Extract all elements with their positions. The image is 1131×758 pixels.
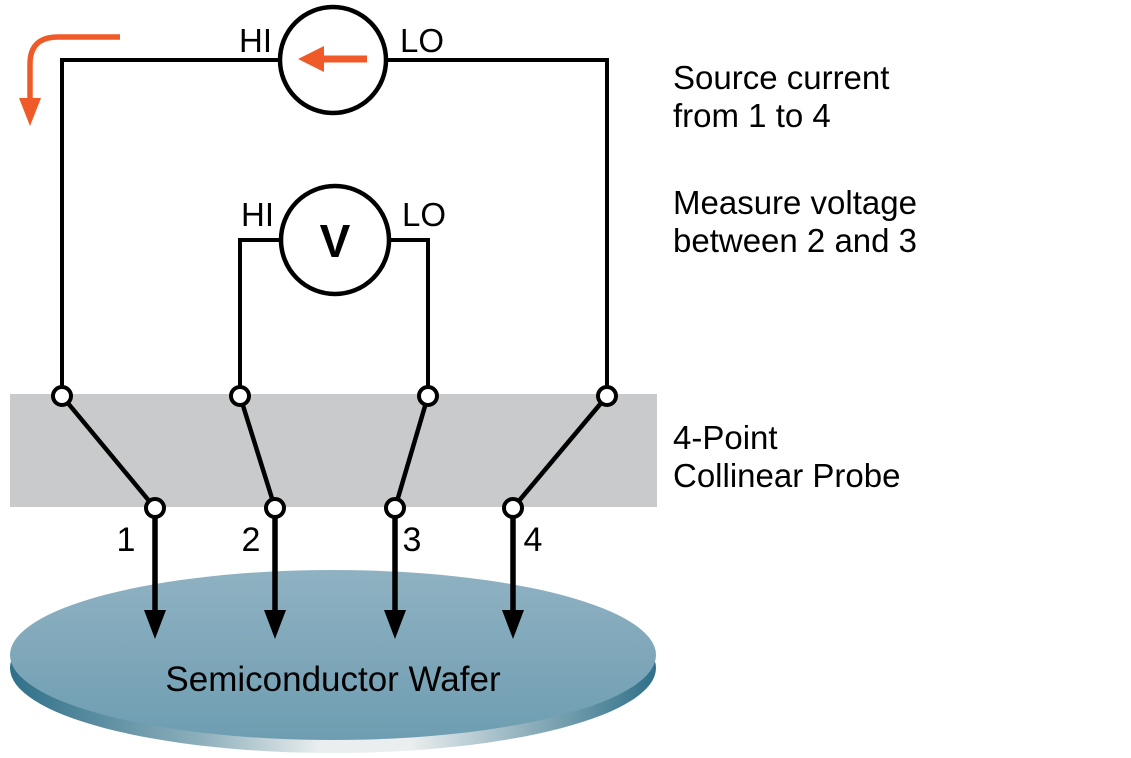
- current-source-lo-label: LO: [400, 22, 444, 59]
- annotation-measure-line2: between 2 and 3: [673, 222, 917, 259]
- annotation-source-current: Source current from 1 to 4: [673, 59, 889, 134]
- annotation-probe: 4-Point Collinear Probe: [673, 419, 900, 494]
- current-direction-arrow: [19, 34, 120, 126]
- wire-voltmeter-lo: [388, 238, 430, 390]
- probe-4-arrowhead-icon: [502, 610, 524, 639]
- voltmeter-symbol: V: [320, 215, 351, 267]
- probe-pin-4-line: [511, 394, 609, 510]
- probe-pin-4-bottom-contact: [502, 497, 524, 519]
- annotation-source-line2: from 1 to 4: [673, 97, 831, 134]
- wire-source-lo: [386, 58, 609, 390]
- probe-pin-4-top-contact: [596, 385, 618, 407]
- probe-label-3: 3: [403, 521, 422, 559]
- probe-2-arrowhead-icon: [264, 610, 286, 639]
- voltmeter-circle: [278, 183, 392, 297]
- annotation-measure-voltage: Measure voltage between 2 and 3: [673, 184, 917, 259]
- current-arrow-icon: [298, 46, 324, 72]
- annotation-probe-line2: Collinear Probe: [673, 457, 900, 494]
- current-direction-arrow-path: [27, 34, 120, 99]
- wire-source-hi: [60, 58, 280, 390]
- probe-bar: [10, 394, 657, 507]
- probe-label-2: 2: [242, 521, 261, 559]
- wire-voltmeter-hi: [238, 238, 282, 390]
- annotation-measure-line1: Measure voltage: [673, 184, 917, 221]
- annotation-source-line1: Source current: [673, 59, 889, 96]
- current-source-meter: HI LO: [239, 4, 444, 116]
- probe-pin-2-top-contact: [229, 385, 251, 407]
- probe-pin-2-line: [237, 395, 278, 509]
- probe-label-4: 4: [524, 521, 543, 559]
- probe-pin-3-top-contact: [417, 385, 439, 407]
- probe-tip-arrows: [144, 517, 524, 639]
- voltmeter-lo-label: LO: [402, 196, 446, 233]
- probe-pin-1-bottom-contact: [144, 497, 166, 519]
- wafer-label: Semiconductor Wafer: [165, 660, 501, 699]
- probe-pin-2-bottom-contact: [264, 497, 286, 519]
- probe-label-1: 1: [117, 521, 136, 559]
- current-direction-arrowhead-icon: [19, 98, 41, 126]
- probe-1-arrowhead-icon: [144, 610, 166, 639]
- probe-pin-1-top-contact: [51, 385, 73, 407]
- probe-3-arrowhead-icon: [384, 610, 406, 639]
- voltmeter-hi-label: HI: [241, 196, 274, 233]
- wafer-top-surface: [10, 570, 656, 740]
- probe-pin-3-line: [392, 395, 431, 509]
- current-source-hi-label: HI: [239, 22, 272, 59]
- probe-pin-3-bottom-contact: [384, 497, 406, 519]
- voltmeter: V HI LO: [241, 183, 446, 297]
- annotation-probe-line1: 4-Point: [673, 419, 778, 456]
- probe-pin-1-line: [60, 394, 157, 510]
